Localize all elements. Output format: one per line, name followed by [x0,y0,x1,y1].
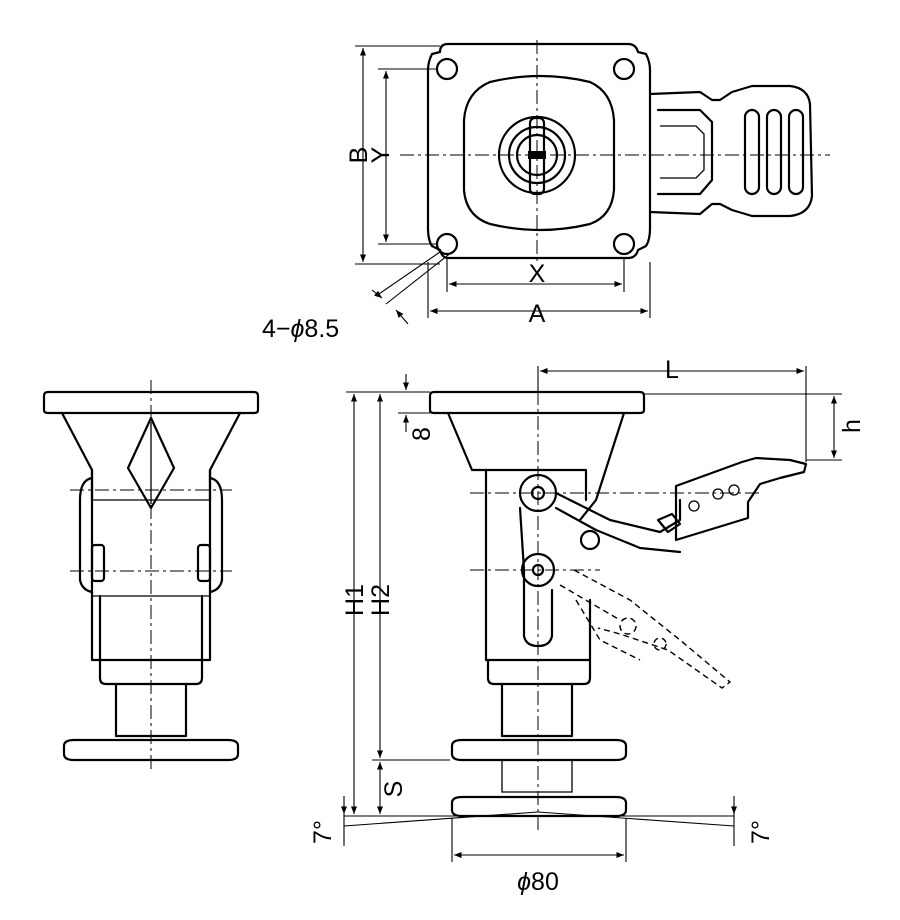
dim-S-label: S [380,781,408,798]
side-right-tab [196,543,212,583]
pad-diameter-value: 80 [531,868,559,896]
angle-right-label: 7° [747,820,775,844]
bolt-hole-top-right [612,57,636,81]
side-foot-pad [62,738,240,762]
pedal-groove-3 [787,108,805,196]
side-view [42,380,260,772]
angle-left-label: 7° [309,820,337,844]
side-right-lug [208,476,224,594]
link-arm [518,506,554,648]
dim-H2-label: H2 [367,584,395,616]
pedal-released-dashed [559,569,732,689]
pedal-groove-1 [743,108,761,196]
pedal-hole-2 [712,488,724,500]
front-spindle-extended [501,760,573,793]
hole-callout-phi: ϕ [291,315,305,343]
pedal-tab [656,512,682,534]
pedal-hole-1 [688,500,700,512]
dim-A-label: A [529,300,546,328]
front-foot-pad-extended [450,795,628,818]
top-boss-outline [462,74,616,232]
dim-Y-label: Y [367,146,395,163]
pedal-lever [674,456,808,542]
link-arm-2 [554,491,682,554]
top-plate-outline [426,42,652,260]
front-foot-pad [450,738,628,762]
bolt-hole-bottom-left [435,232,459,256]
pedal-housing [648,84,814,218]
bolt-hole-bottom-right [612,232,636,256]
front-bracket-right [578,411,626,522]
front-bracket-left [446,411,488,662]
pedal-hole-3 [728,484,740,496]
dim-X-label: X [529,260,546,288]
pedal-inner-2 [660,125,705,179]
top-view: B Y X A 4−ϕ8.5 [262,40,830,343]
side-left-lug [78,476,94,594]
hole-callout: 4−ϕ8.5 [262,315,339,343]
dim-H1-label: H1 [341,584,369,616]
dim-h-label: h [838,419,866,433]
bolt-hole-top-left [435,57,459,81]
pedal-inner [656,108,714,196]
front-view: L h 8 H1 H2 S 7° 7° [309,356,866,896]
hole-callout-count: 4− [262,315,291,343]
dim-8-label: 8 [408,427,436,441]
pad-diameter-label: ϕ80 [517,868,559,896]
side-top-plate [42,390,260,415]
dim-B-label: B [345,147,373,164]
pivot-mid [579,529,601,551]
pad-diameter-phi: ϕ [517,868,531,896]
front-spindle [500,682,574,738]
pedal-groove-2 [765,108,783,196]
front-housing-lower [486,658,592,686]
dashed-pivot-1 [619,617,637,635]
side-left-tab [90,543,106,583]
dashed-pivot-2 [653,637,667,651]
front-top-plate [428,390,646,415]
dim-L-label: L [665,356,679,384]
hole-callout-size: 8.5 [304,315,339,343]
